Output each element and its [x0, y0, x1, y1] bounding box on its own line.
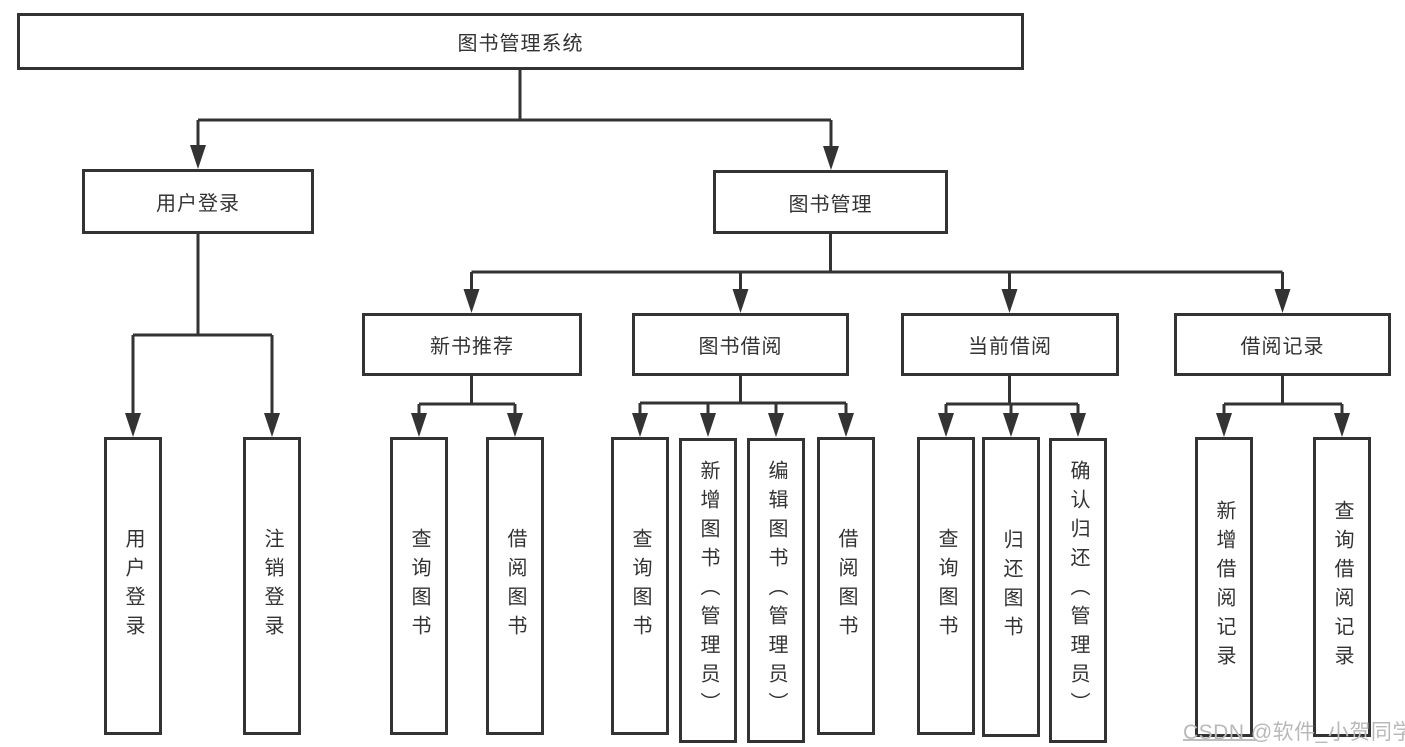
- node-borrow-record: 借阅记录: [1174, 313, 1391, 376]
- leaf-cb-query: 查询图书: [917, 437, 975, 735]
- node-book-mgmt: 图书管理: [713, 170, 948, 234]
- leaf-br-query-label: 查询借阅记录: [1331, 500, 1353, 674]
- connector-root-to-level2: [196, 70, 833, 153]
- node-book-borrow: 图书借阅: [632, 313, 849, 376]
- connector-currentborrow-to-leaves: [944, 376, 1080, 420]
- leaf-bb-borrow-label: 借阅图书: [835, 528, 857, 644]
- connector-borrowrecord-to-leaves: [1222, 376, 1344, 420]
- leaf-bb-edit: 编辑图书（管理员）: [747, 438, 805, 743]
- leaf-cb-confirm: 确认归还（管理员）: [1049, 438, 1107, 743]
- leaf-cb-return-label: 归还图书: [1000, 529, 1022, 645]
- node-new-book-rec-label: 新书推荐: [430, 336, 514, 358]
- leaf-bb-add: 新增图书（管理员）: [679, 438, 737, 743]
- node-book-borrow-label: 图书借阅: [698, 336, 783, 358]
- leaf-logout-label: 注销登录: [261, 528, 283, 644]
- leaf-cb-confirm-label: 确认归还（管理员）: [1067, 460, 1089, 721]
- leaf-logout: 注销登录: [243, 437, 301, 735]
- leaf-rec-borrow-label: 借阅图书: [504, 528, 526, 644]
- connector-userlogin-to-leaves: [131, 233, 274, 420]
- csdn-watermark: CSDN @软件_小贺同学: [1183, 721, 1405, 744]
- csdn-watermark-underline: [1183, 739, 1257, 741]
- node-book-mgmt-label: 图书管理: [788, 193, 873, 216]
- leaf-cb-query-label: 查询图书: [935, 528, 957, 644]
- leaf-cb-return: 归还图书: [982, 437, 1040, 737]
- leaf-bb-edit-label: 编辑图书（管理员）: [765, 460, 787, 721]
- node-new-book-rec: 新书推荐: [362, 313, 582, 376]
- node-root: 图书管理系统: [17, 13, 1024, 70]
- connector-bookmgmt-to-level3: [470, 234, 1284, 296]
- leaf-login: 用户登录: [104, 437, 162, 735]
- leaf-bb-query: 查询图书: [611, 437, 669, 735]
- leaf-rec-query-label: 查询图书: [408, 528, 430, 644]
- leaf-login-label: 用户登录: [122, 528, 144, 644]
- leaf-br-add: 新增借阅记录: [1195, 437, 1253, 737]
- leaf-bb-query-label: 查询图书: [629, 528, 651, 644]
- leaf-bb-borrow: 借阅图书: [817, 437, 875, 735]
- node-user-login: 用户登录: [82, 169, 314, 234]
- arrowheads: [125, 145, 1350, 437]
- leaf-br-query: 查询借阅记录: [1313, 437, 1371, 737]
- leaf-rec-query: 查询图书: [390, 437, 448, 735]
- connector-newbookrec-to-leaves: [417, 376, 517, 420]
- leaf-bb-add-label: 新增图书（管理员）: [697, 460, 719, 721]
- node-user-login-label: 用户登录: [156, 193, 240, 215]
- node-current-borrow-label: 当前借阅: [968, 336, 1052, 358]
- connector-bookborrow-to-leaves: [638, 376, 848, 420]
- node-root-label: 图书管理系统: [457, 33, 584, 55]
- leaf-rec-borrow: 借阅图书: [486, 437, 544, 735]
- leaf-br-add-label: 新增借阅记录: [1213, 500, 1235, 674]
- node-borrow-record-label: 借阅记录: [1240, 336, 1325, 358]
- node-current-borrow: 当前借阅: [901, 313, 1119, 376]
